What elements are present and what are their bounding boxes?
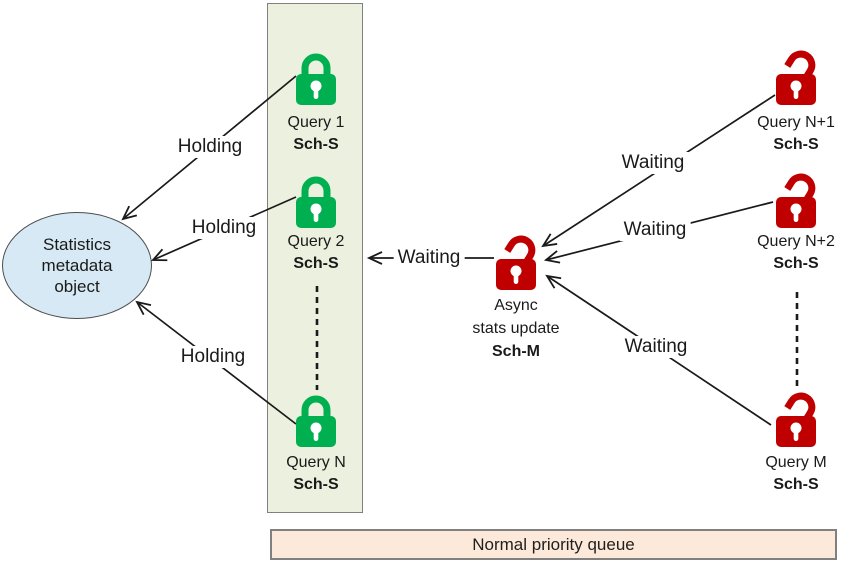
queryN1-label: Query N+1 (757, 114, 835, 131)
queryN-lock-type: Sch-S (293, 476, 339, 493)
query2-labels: Query 2 Sch-S (251, 231, 381, 275)
metadata-object-label-line1: Statistics (42, 235, 112, 254)
lock-open-icon-queryN2 (776, 173, 816, 228)
async-update-label-line1: Async (494, 297, 538, 314)
query1-lock-type: Sch-S (293, 136, 339, 153)
holding-label-1: Holding (173, 136, 247, 158)
query1-labels: Query 1 Sch-S (251, 112, 381, 156)
queue-bar-label: Normal priority queue (472, 534, 635, 554)
statistics-metadata-object: Statistics metadata object (2, 212, 152, 319)
waiting-label-async: Waiting (393, 247, 465, 269)
queryM-label: Query M (765, 454, 827, 471)
lock-closed-icon-queryN (296, 395, 336, 447)
queryN1-labels: Query N+1 Sch-S (731, 112, 850, 156)
query2-lock-type: Sch-S (293, 255, 339, 272)
holding-label-2: Holding (187, 217, 261, 239)
metadata-object-label-line2: metadata (41, 256, 113, 275)
queryM-labels: Query M Sch-S (731, 452, 850, 496)
queryN2-label: Query N+2 (757, 233, 835, 250)
lock-open-icon-queryM (776, 392, 816, 447)
query1-label: Query 1 (287, 114, 345, 131)
lock-closed-icon-query2 (296, 176, 336, 228)
waiting-label-3: Waiting (620, 336, 692, 358)
queryM-lock-type: Sch-S (773, 476, 819, 493)
query2-label: Query 2 (287, 233, 345, 250)
queue-bar: Normal priority queue (270, 529, 837, 560)
async-update-label-line2: stats update (472, 320, 560, 337)
metadata-object-label-line3: object (54, 277, 100, 296)
lock-closed-icon-query1 (296, 53, 336, 105)
holding-label-3: Holding (176, 346, 250, 368)
async-update-lock-type: Sch-M (492, 343, 540, 360)
queryN-labels: Query N Sch-S (251, 452, 381, 496)
queryN2-lock-type: Sch-S (773, 255, 819, 272)
lock-open-icon-async (496, 235, 536, 290)
waiting-label-1: Waiting (617, 152, 689, 174)
queryN-label: Query N (286, 454, 346, 471)
queryN1-lock-type: Sch-S (773, 136, 819, 153)
waiting-label-2: Waiting (619, 219, 691, 241)
async-update-labels: Async stats update Sch-M (451, 294, 581, 363)
lock-open-icon-queryN1 (776, 50, 816, 105)
queryN2-labels: Query N+2 Sch-S (731, 231, 850, 275)
